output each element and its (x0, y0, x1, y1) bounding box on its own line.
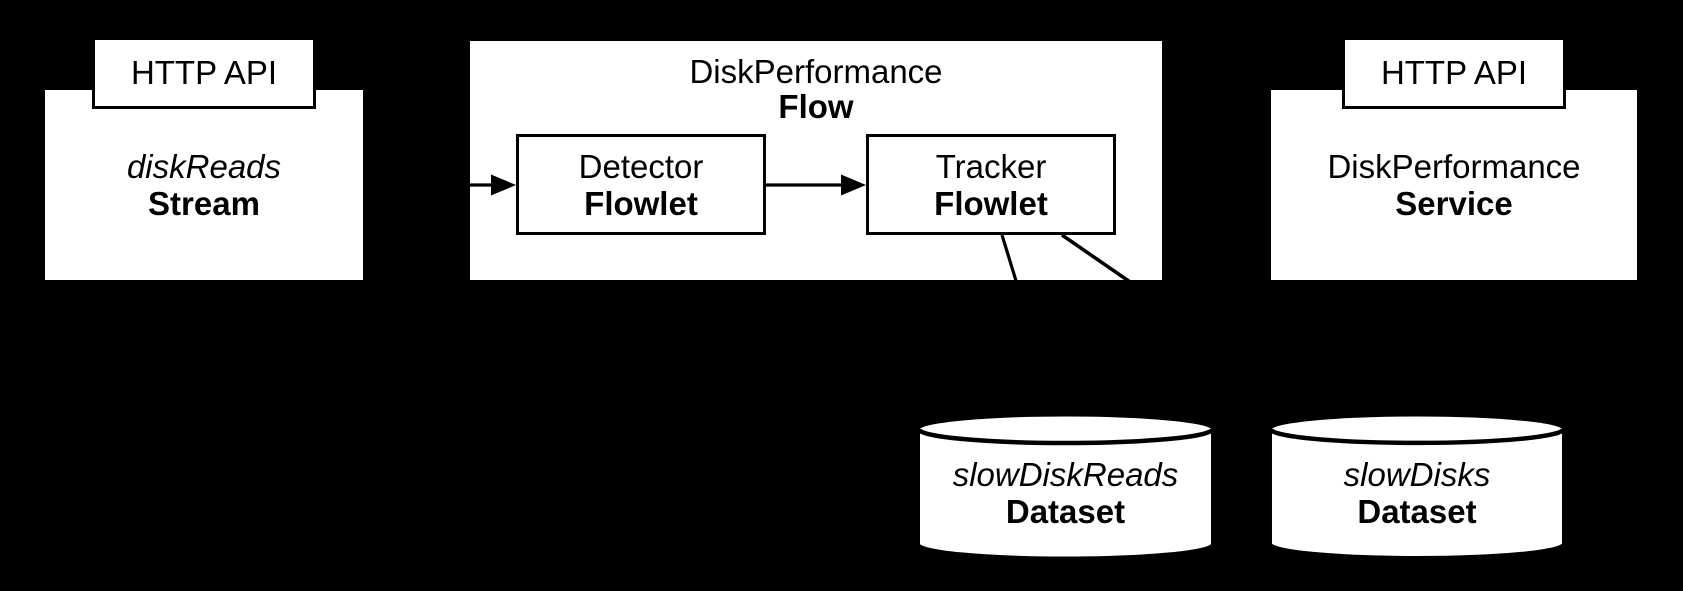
flow-name: DiskPerformance (689, 53, 943, 90)
dataset2-type: Dataset (1357, 492, 1477, 530)
slowdisks-dataset-cylinder: slowDisks Dataset (1268, 413, 1566, 560)
stream-type: Stream (148, 185, 260, 222)
stream-http-api-tab: HTTP API (92, 37, 316, 109)
detector-flowlet-box: Detector Flowlet (516, 134, 766, 235)
database-cylinder-icon (1268, 413, 1566, 560)
tracker-flowlet-name: Tracker (935, 147, 1047, 185)
tracker-flowlet-type: Flowlet (934, 184, 1048, 222)
tracker-flowlet-box: Tracker Flowlet (866, 134, 1116, 235)
service-box: DiskPerformance Service (1268, 87, 1640, 283)
service-http-api-label: HTTP API (1380, 54, 1528, 91)
service-name: DiskPerformance (1327, 148, 1581, 185)
stream-box: diskReads Stream (42, 87, 366, 283)
flow-type: Flow (778, 88, 854, 125)
dataset2-name: slowDisks (1343, 455, 1491, 493)
slowdiskreads-dataset-cylinder: slowDiskReads Dataset (916, 413, 1215, 560)
dataset1-type: Dataset (1005, 492, 1126, 530)
detector-flowlet-type: Flowlet (584, 184, 698, 222)
dataset1-name: slowDiskReads (952, 455, 1179, 493)
service-http-api-tab: HTTP API (1342, 37, 1566, 109)
stream-name: diskReads (126, 148, 282, 185)
detector-flowlet-name: Detector (578, 147, 704, 185)
service-type: Service (1395, 185, 1513, 222)
database-cylinder-icon (916, 413, 1215, 560)
stream-http-api-label: HTTP API (130, 54, 278, 91)
